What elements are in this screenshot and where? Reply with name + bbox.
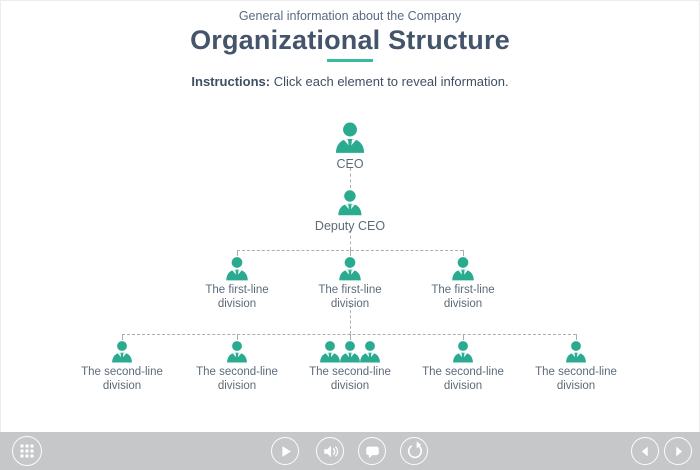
org-node-label: Deputy CEO [314, 219, 386, 233]
connector-drop [576, 334, 577, 340]
captions-icon [360, 439, 385, 464]
connector-drop [350, 250, 351, 256]
org-node-label: The first-line division [318, 284, 382, 310]
org-node-second-line-2[interactable]: The second-line division [181, 340, 293, 394]
connector-drop [237, 250, 238, 256]
person-icon [358, 340, 382, 364]
next-icon [666, 439, 691, 464]
title-underline [327, 59, 373, 62]
connector-drop [237, 334, 238, 340]
connector-drop [122, 334, 123, 340]
org-node-label: The second-line division [309, 366, 391, 392]
person-icon [318, 340, 342, 364]
connector-drop [350, 334, 351, 340]
org-node-second-line-5[interactable]: The second-line division [520, 340, 632, 394]
connector-drop [463, 334, 464, 340]
replay-icon [402, 439, 427, 464]
page-title: Organizational Structure [190, 25, 510, 55]
person-icon [338, 340, 362, 364]
org-node-label: The first-line division [205, 284, 269, 310]
play-button[interactable] [271, 437, 299, 465]
person-icon [451, 340, 475, 364]
next-button[interactable] [664, 437, 692, 465]
replay-button[interactable] [400, 437, 428, 465]
org-node-label: The second-line division [422, 366, 504, 392]
instructions: Instructions: Click each element to reve… [0, 74, 700, 89]
org-node-second-line-1[interactable]: The second-line division [66, 340, 178, 394]
connector-deputy-down [350, 230, 351, 250]
org-node-first-line-2[interactable]: The first-line division [298, 256, 402, 312]
person-group-icon [320, 340, 380, 364]
grid-menu-icon [19, 443, 35, 459]
org-node-label: CEO [336, 157, 364, 171]
captions-button[interactable] [358, 437, 386, 465]
person-icon [225, 340, 249, 364]
connector-middle-down [350, 305, 351, 334]
org-node-label: The second-line division [81, 366, 163, 392]
volume-button[interactable] [316, 437, 344, 465]
slide-subtitle: General information about the Company [238, 9, 462, 23]
org-node-ceo[interactable]: CEO [333, 121, 367, 172]
person-icon [110, 340, 134, 364]
org-node-label: The second-line division [196, 366, 278, 392]
org-node-deputy-ceo[interactable]: Deputy CEO [315, 189, 385, 234]
player-toolbar [0, 432, 700, 470]
org-node-second-line-3[interactable]: The second-line division [294, 340, 406, 394]
connector-second-line-horizontal [122, 334, 576, 335]
play-icon [273, 439, 298, 464]
org-node-label: The second-line division [535, 366, 617, 392]
person-icon [337, 256, 363, 282]
person-icon [450, 256, 476, 282]
connector-ceo-deputy [350, 168, 351, 188]
instructions-text: Click each element to reveal information… [273, 74, 509, 89]
person-icon [336, 189, 364, 217]
org-node-label: The first-line division [431, 284, 495, 310]
person-icon [564, 340, 588, 364]
person-icon [224, 256, 250, 282]
org-node-second-line-4[interactable]: The second-line division [407, 340, 519, 394]
org-node-first-line-3[interactable]: The first-line division [411, 256, 515, 312]
instructions-label: Instructions: [191, 74, 271, 89]
previous-button[interactable] [631, 437, 659, 465]
previous-icon [633, 439, 658, 464]
person-icon [333, 121, 367, 155]
menu-button[interactable] [12, 436, 42, 466]
org-node-first-line-1[interactable]: The first-line division [185, 256, 289, 312]
connector-drop [463, 250, 464, 256]
volume-icon [318, 439, 343, 464]
